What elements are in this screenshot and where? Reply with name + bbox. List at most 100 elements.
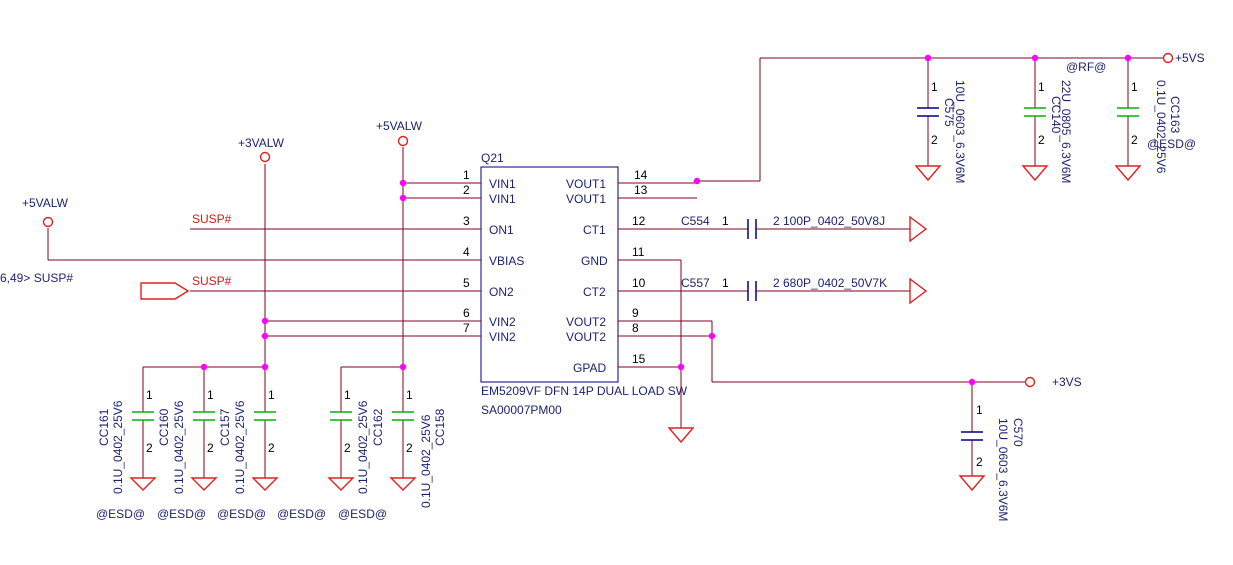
ic-right-pins bbox=[618, 182, 748, 368]
pin-number: 15 bbox=[632, 352, 646, 366]
ct-cap-pin: 1 bbox=[722, 214, 729, 228]
ground-icon bbox=[958, 475, 986, 492]
esd-label: @ESD@ bbox=[157, 507, 206, 521]
cap-value: 10U_0603_6.3V6M bbox=[996, 418, 1010, 521]
net-5valw-left: +5VALW bbox=[22, 196, 69, 210]
ic-refdes: Q21 bbox=[481, 151, 504, 165]
pin-number: 10 bbox=[632, 276, 646, 290]
esd-label: @ESD@ bbox=[277, 507, 326, 521]
pin-number: 12 bbox=[632, 214, 646, 228]
net-3vs: +3VS bbox=[1052, 375, 1082, 389]
pin-name: CT1 bbox=[583, 223, 606, 237]
esd-label: @ESD@ bbox=[96, 507, 145, 521]
cap-pin-number: 2 bbox=[344, 441, 351, 455]
cap-pin-number: 2 bbox=[1131, 133, 1138, 147]
pin-name: VOUT1 bbox=[566, 192, 606, 206]
pin-name: VIN1 bbox=[489, 192, 516, 206]
cap-pin-number: 1 bbox=[976, 403, 983, 417]
ct-cap-value: 2 100P_0402_50V8J bbox=[773, 214, 885, 228]
cap-pin-number: 2 bbox=[268, 441, 275, 455]
power-port-5valw-left bbox=[42, 216, 54, 228]
net-3valw: +3VALW bbox=[238, 136, 285, 150]
cap-value: 0.1U_0402_25V6 bbox=[111, 400, 125, 494]
cap-value: 22U_0805_6.3V6M bbox=[1059, 80, 1073, 183]
pin-name: VIN1 bbox=[489, 177, 516, 191]
output-caps bbox=[747, 107, 1139, 441]
pin-number: 9 bbox=[632, 306, 639, 320]
ct-cap-refdes: C554 bbox=[681, 214, 710, 228]
ground-icon bbox=[909, 277, 928, 305]
cap-value: 0.1U_0402_25V6 bbox=[356, 400, 370, 494]
net-5vs: +5VS bbox=[1175, 51, 1205, 65]
pin-name: VIN2 bbox=[489, 315, 516, 329]
ic-body bbox=[480, 166, 619, 383]
ct-cap-value: 2 680P_0402_50V7K bbox=[773, 276, 887, 290]
cap-value: 0.1U_0402_25V6 bbox=[419, 414, 433, 508]
cap-pin-number: 1 bbox=[1131, 80, 1138, 94]
cap-pin-number: 2 bbox=[146, 441, 153, 455]
cap-refdes: C570 bbox=[1011, 418, 1025, 447]
pin-number: 6 bbox=[463, 306, 470, 320]
cap-refdes: CC140 bbox=[1049, 96, 1063, 134]
cap-refdes: CC161 bbox=[97, 408, 111, 446]
cap-value: 10U_0603_6.3V6M bbox=[953, 80, 967, 183]
cap-refdes: C575 bbox=[942, 98, 956, 127]
cap-pin-number: 2 bbox=[207, 441, 214, 455]
pin-name: GPAD bbox=[573, 361, 606, 375]
pin-number: 8 bbox=[632, 321, 639, 335]
ground-icon bbox=[667, 427, 695, 444]
wires-left bbox=[47, 147, 404, 368]
cap-refdes: CC160 bbox=[157, 408, 171, 446]
cap-pin-number: 1 bbox=[207, 388, 214, 402]
junction-dots bbox=[200, 54, 1132, 386]
ground-icon bbox=[914, 165, 942, 182]
cap-pin-number: 1 bbox=[344, 388, 351, 402]
net-5valw-top: +5VALW bbox=[376, 119, 423, 133]
cap-pin-number: 1 bbox=[268, 388, 275, 402]
offpage-connector-icon bbox=[140, 282, 190, 300]
cap-value: 0.1U_0402_25V6 bbox=[172, 400, 186, 494]
cap-refdes: CC157 bbox=[218, 408, 232, 446]
cap-refdes: CC162 bbox=[371, 408, 385, 446]
cap-pin-number: 2 bbox=[976, 455, 983, 469]
offpage-susp: 6,49> SUSP# bbox=[0, 271, 73, 285]
power-port-3valw bbox=[259, 151, 271, 163]
ground-icon bbox=[909, 215, 928, 243]
pin-name: VBIAS bbox=[489, 254, 524, 268]
ct-cap-pin: 1 bbox=[722, 276, 729, 290]
cap-pin-number: 2 bbox=[931, 133, 938, 147]
net-susp-label-2: SUSP# bbox=[192, 274, 232, 288]
pin-number: 2 bbox=[463, 183, 470, 197]
wires-right bbox=[680, 57, 1163, 476]
pin-number: 14 bbox=[634, 168, 648, 182]
pin-number: 7 bbox=[463, 321, 470, 335]
cap-refdes: CC158 bbox=[433, 408, 447, 446]
pin-name: VOUT2 bbox=[566, 330, 606, 344]
pin-number: 5 bbox=[463, 276, 470, 290]
ct-cap-refdes: C557 bbox=[681, 276, 710, 290]
cap-pin-number: 2 bbox=[406, 441, 413, 455]
cap-refdes: CC163 bbox=[1168, 96, 1182, 134]
pin-number: 4 bbox=[463, 245, 470, 259]
power-port-5valw-top bbox=[397, 135, 409, 147]
cap-pin-number: 1 bbox=[146, 388, 153, 402]
pin-name: VIN2 bbox=[489, 330, 516, 344]
pin-name: GND bbox=[581, 254, 608, 268]
ground-icon bbox=[1021, 165, 1049, 182]
cap-pin-number: 1 bbox=[1038, 80, 1045, 94]
pin-number: 11 bbox=[632, 245, 645, 259]
ground-icon bbox=[1114, 165, 1142, 182]
pin-number: 13 bbox=[634, 183, 648, 197]
pin-name: CT2 bbox=[583, 285, 606, 299]
cap-pin-number: 2 bbox=[1038, 133, 1045, 147]
pin-number: 1 bbox=[463, 168, 470, 182]
cap-pin-number: 1 bbox=[931, 80, 938, 94]
esd-label: @ESD@ bbox=[338, 507, 387, 521]
cap-value: 0.1U_0402_25V6 bbox=[233, 400, 247, 494]
power-port-5vs bbox=[1162, 52, 1174, 64]
pin-name: VOUT2 bbox=[566, 315, 606, 329]
esd-label: @ESD@ bbox=[217, 507, 266, 521]
power-port-3vs bbox=[1024, 376, 1036, 388]
pin-number: 3 bbox=[463, 214, 470, 228]
